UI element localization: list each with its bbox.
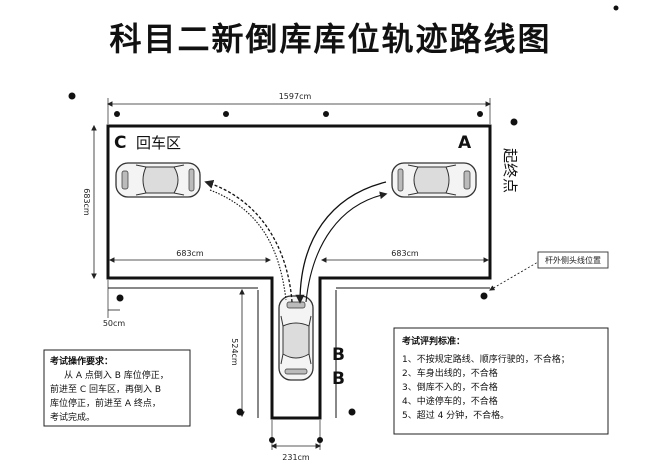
dim-left-height: 683cm [82, 188, 91, 216]
criteria-item: 4、中途停车的，不合格 [402, 395, 498, 407]
pole-tag-box [537, 251, 609, 269]
operation-box [43, 349, 191, 427]
pole-dot [510, 118, 518, 126]
pole-dot [317, 437, 323, 443]
track-b-to-a [305, 191, 388, 303]
label-start-end: 起终点 [501, 148, 519, 193]
dim-stem-width: 231cm [282, 453, 310, 462]
pole-dot [323, 111, 329, 117]
pole-dot [348, 408, 356, 416]
page-title: 科目二新倒库库位轨迹路线图 [109, 20, 552, 58]
track-c-to-b [209, 189, 287, 301]
operation-line: 从 A 点倒入 B 库位停正， [64, 369, 169, 381]
car-b [278, 295, 314, 381]
dim-right-arm: 683cm [391, 249, 419, 258]
track-a-to-b [295, 181, 387, 304]
car-c [115, 162, 201, 198]
pole-dot [269, 437, 275, 443]
pole-tag: 杆外侧头线位置 [545, 255, 601, 265]
criteria-item: 5、超过 4 分钟，不合格。 [402, 409, 509, 421]
pole-dot [480, 292, 488, 300]
pole-dot [68, 92, 76, 100]
criteria-item: 1、不按规定路线、顺序行驶的，不合格； [402, 353, 570, 365]
criteria-item: 2、车身出线的，不合格 [402, 367, 498, 379]
pole-dot [613, 5, 619, 11]
operation-line: 考试完成。 [50, 411, 95, 423]
course-outline [106, 124, 492, 420]
pole-dot [236, 408, 244, 416]
pole-tag-pointer [489, 261, 539, 291]
label-c-zone: 回车区 [136, 134, 181, 152]
dim-offset: 50cm [103, 319, 126, 328]
car-a [391, 162, 477, 198]
pole-dot [116, 294, 124, 302]
operation-line: 库位停正，前进至 A 终点， [50, 397, 161, 409]
criteria-title: 考试评判标准： [402, 335, 465, 347]
course-outer-line [108, 287, 490, 418]
dim-total-width: 1597cm [279, 92, 312, 101]
criteria-box [393, 327, 609, 435]
label-b-letter-2: B [332, 369, 345, 389]
operation-title: 考试操作要求： [50, 355, 113, 367]
pole-dot [114, 111, 120, 117]
dim-stem-length: 524cm [230, 338, 239, 366]
criteria-item: 3、倒库不入的，不合格 [402, 381, 498, 393]
poles [68, 5, 619, 443]
operation-line: 前进至 C 回车区，再倒入 B [50, 383, 161, 395]
dim-left-arm: 683cm [176, 249, 204, 258]
pole-dot [223, 111, 229, 117]
pole-dot [477, 111, 483, 117]
label-b-letter-1: B [332, 345, 345, 365]
track-b-to-c [204, 179, 293, 303]
label-a-letter: A [458, 133, 472, 153]
label-c-letter: C [114, 133, 126, 153]
